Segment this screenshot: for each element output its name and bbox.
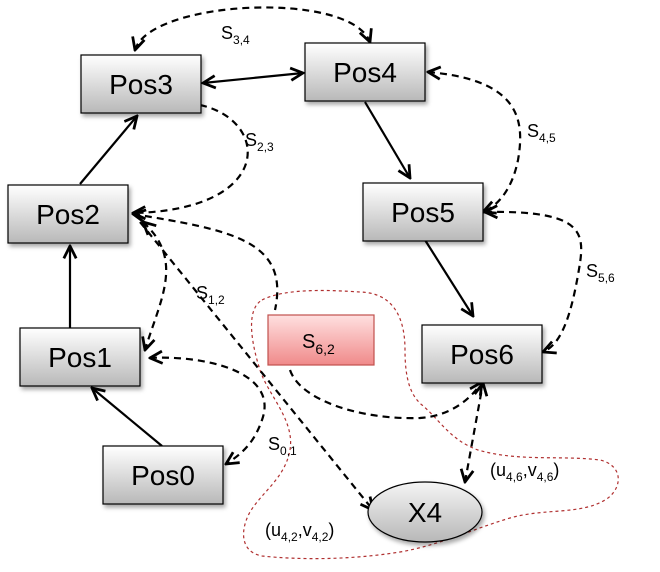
node-pos2-label: Pos2 [36, 199, 100, 230]
label-s56: S5,6 [586, 261, 615, 285]
observation-region-outline [243, 289, 619, 560]
constraint-s62-box: S6,2 [267, 314, 375, 366]
constraint-s23 [133, 103, 249, 213]
landmark-x4-label: X4 [408, 497, 442, 528]
edge-pos2-pos3 [79, 116, 137, 185]
label-uv42: (u4,2,v4,2) [265, 520, 334, 544]
node-pos6-label: Pos6 [450, 339, 514, 370]
constraint-s56 [485, 212, 583, 352]
label-s45: S4,5 [527, 121, 556, 145]
node-pos2: Pos2 [7, 184, 129, 244]
edge-pos0-pos1 [92, 388, 163, 447]
constraint-s34 [135, 6, 370, 50]
node-pos4: Pos4 [304, 42, 426, 102]
node-pos3-label: Pos3 [109, 69, 173, 100]
landmark-x4: X4 [367, 481, 483, 543]
s62-box-label: S6,2 [302, 331, 335, 357]
edge-pos4-pos5 [364, 101, 410, 178]
node-pos1: Pos1 [19, 327, 141, 387]
constraint-s45 [428, 72, 522, 212]
node-pos5: Pos5 [362, 182, 484, 242]
label-uv46: (u4,6,v4,6) [490, 460, 559, 484]
node-pos1-label: Pos1 [48, 342, 112, 373]
label-s01: S0,1 [268, 434, 297, 458]
observation-pos2-x4 [139, 221, 373, 510]
node-pos4-label: Pos4 [333, 57, 397, 88]
node-pos0-label: Pos0 [131, 460, 195, 491]
node-pos6: Pos6 [421, 324, 543, 384]
label-s34: S3,4 [221, 23, 250, 47]
node-pos0: Pos0 [102, 445, 224, 505]
observation-x4-pos6 [465, 383, 483, 482]
label-s23: S2,3 [245, 130, 274, 154]
edge-pos5-pos6 [424, 239, 473, 316]
edge-pos3-pos4 [203, 73, 303, 83]
node-pos3: Pos3 [80, 54, 202, 114]
node-pos5-label: Pos5 [391, 197, 455, 228]
label-s12: S1,2 [196, 283, 225, 307]
